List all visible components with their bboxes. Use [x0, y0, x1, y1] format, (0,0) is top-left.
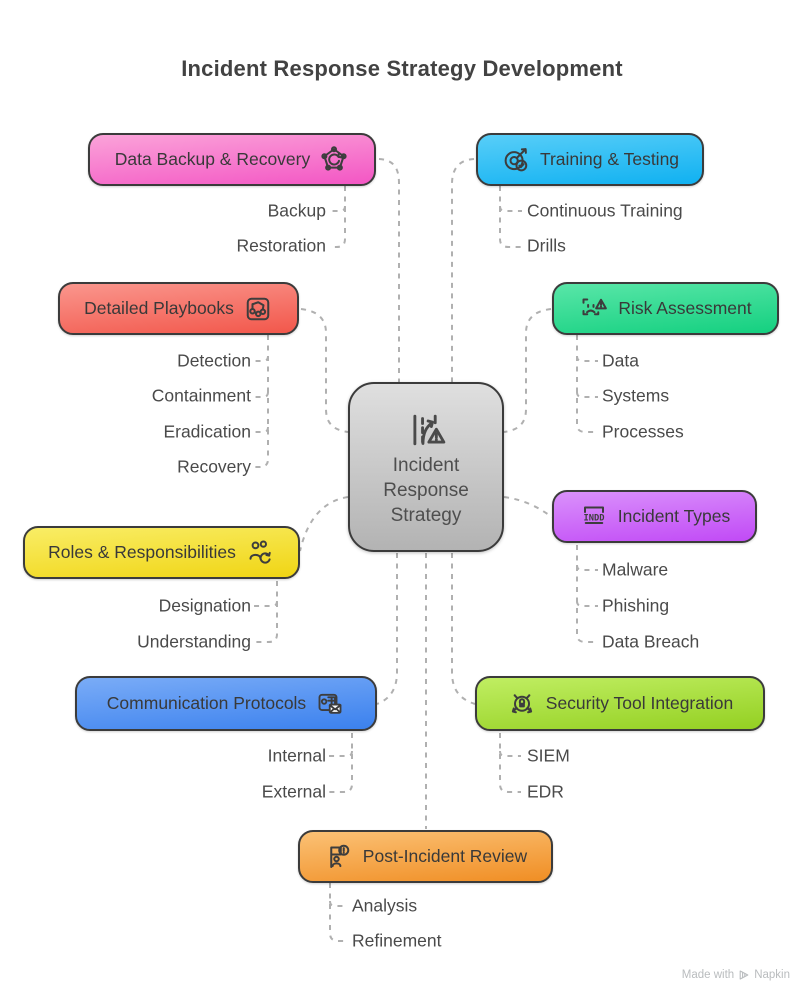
node-roles-responsibilities: Roles & Responsibilities — [23, 526, 300, 579]
sub-item-systems: Systems — [602, 385, 670, 406]
central-node-label-line: Response — [383, 479, 469, 501]
node-label: Roles & Responsibilities — [48, 542, 236, 562]
sub-item-containment: Containment — [151, 385, 251, 406]
sub-item-refinement: Refinement — [352, 930, 442, 951]
node-risk-assessment: Risk Assessment — [552, 282, 779, 335]
napkin-logo-icon — [739, 970, 749, 980]
sub-item-backup: Backup — [267, 200, 326, 221]
roadmap-warning-icon — [413, 414, 446, 445]
node-data-backup-recovery: Data Backup & Recovery — [88, 133, 376, 186]
page-title: Incident Response Strategy Development — [181, 56, 623, 81]
node-post-incident-review: Post-Incident Review — [298, 830, 553, 883]
sub-item-processes: Processes — [602, 421, 684, 442]
sub-item-malware: Malware — [602, 559, 669, 580]
node-label: Data Backup & Recovery — [114, 149, 311, 169]
sub-item-continuous-training: Continuous Training — [527, 200, 683, 221]
indd-icon-text: INDD — [583, 513, 604, 523]
mail-grid-icon — [318, 693, 342, 714]
sub-item-phishing: Phishing — [602, 595, 670, 616]
node-label: Post-Incident Review — [362, 846, 528, 866]
node-security-tool-integration: Security Tool Integration — [475, 676, 765, 731]
sub-item-edr: EDR — [527, 781, 564, 802]
central-node-label-line: Strategy — [390, 504, 462, 526]
risk-scan-icon — [582, 298, 608, 315]
node-communication-protocols: Communication Protocols — [75, 676, 377, 731]
node-label: Risk Assessment — [618, 298, 752, 318]
node-detailed-playbooks: Detailed Playbooks — [58, 282, 299, 335]
sub-item-understanding: Understanding — [137, 631, 251, 652]
central-node-incident-response-strategy: Incident Response Strategy — [348, 382, 504, 552]
node-label: Incident Types — [617, 506, 731, 526]
sub-item-drills: Drills — [527, 235, 566, 256]
playbook-grid-icon — [246, 297, 270, 320]
watermark-brand: Napkin — [754, 969, 790, 981]
node-label: Security Tool Integration — [545, 693, 734, 713]
central-node-label-line: Incident — [392, 454, 460, 476]
lock-network-icon — [511, 693, 532, 713]
node-label: Detailed Playbooks — [84, 298, 234, 318]
sub-item-siem: SIEM — [527, 745, 570, 766]
sub-item-eradication: Eradication — [163, 421, 251, 442]
backup-restore-icon — [321, 145, 347, 171]
sub-item-designation: Designation — [158, 595, 251, 616]
sub-item-data: Data — [602, 350, 639, 371]
watermark: Made with Napkin — [682, 969, 790, 981]
sub-item-recovery: Recovery — [177, 456, 251, 477]
target-arrow-icon — [504, 147, 528, 171]
sub-item-internal: Internal — [267, 745, 326, 766]
indd-file-icon: INDD — [583, 506, 604, 524]
watermark-text: Made with — [681, 969, 735, 981]
sub-item-detection: Detection — [177, 350, 251, 371]
node-label: Training & Testing — [539, 149, 680, 169]
node-label: Communication Protocols — [106, 693, 307, 713]
sub-item-restoration: Restoration — [236, 235, 327, 256]
roles-sync-icon — [249, 540, 271, 564]
node-incident-types: INDD Incident Types — [552, 490, 757, 543]
sub-item-data-breach: Data Breach — [602, 631, 700, 652]
review-alert-icon — [330, 844, 350, 868]
sub-item-analysis: Analysis — [352, 895, 418, 916]
sub-item-external: External — [261, 781, 326, 802]
node-training-testing: Training & Testing — [476, 133, 704, 186]
